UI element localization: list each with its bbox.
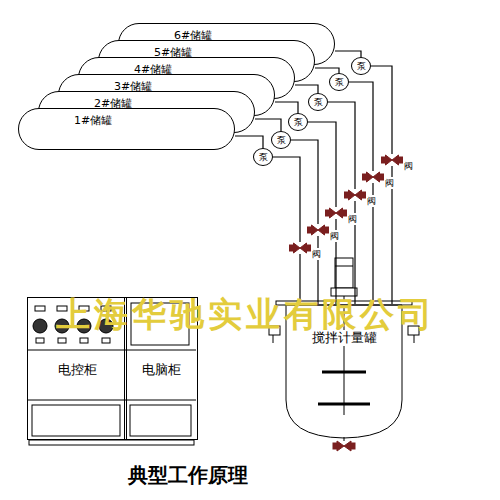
cabinet-label: 电控柜 — [28, 362, 126, 378]
valve-icon — [344, 189, 366, 201]
panel — [130, 405, 191, 436]
pipe-line — [328, 102, 355, 189]
pipe-line — [295, 85, 318, 93]
pump-label: 泵 — [330, 74, 348, 90]
pump-circle: 泵 — [288, 113, 308, 131]
valve-label: 阀 — [385, 177, 394, 189]
watermark: 上海华驰实业有限公司 — [56, 292, 436, 338]
diagram-title: 典型工作原理 — [88, 462, 288, 488]
pipe-line — [291, 140, 318, 224]
valve-icon — [362, 171, 384, 183]
storage-tank: 1#储罐 — [18, 108, 235, 150]
pump-label: 泵 — [352, 58, 370, 74]
valve-icon — [325, 207, 347, 219]
agitator-blade — [322, 371, 366, 374]
gauge — [33, 319, 47, 333]
pipe-line — [235, 136, 263, 148]
pump-circle: 泵 — [351, 57, 371, 75]
cabinet-foot — [29, 440, 194, 445]
pipe-line — [349, 82, 373, 171]
valve-label: 阀 — [312, 248, 321, 260]
valve-symbol: 阀 — [362, 171, 397, 183]
pipe-line — [371, 66, 392, 154]
cabinet-label: 电脑柜 — [125, 362, 197, 378]
pipe-line — [308, 122, 336, 207]
pump-circle: 泵 — [271, 131, 291, 149]
pump-label: 泵 — [289, 114, 307, 130]
valve-label: 阀 — [404, 160, 413, 172]
switch — [36, 338, 44, 343]
agitator-blade — [318, 403, 370, 406]
valve-icon — [307, 224, 329, 236]
pump-label: 泵 — [309, 94, 327, 110]
lug-leg — [414, 335, 415, 343]
outlet-valve — [333, 441, 355, 451]
cabinet-divider — [27, 350, 196, 351]
valve-symbol: 阀 — [344, 189, 379, 201]
motor — [335, 258, 353, 288]
tank-name: 搅拌计量罐 — [310, 330, 379, 346]
valve-label: 阀 — [348, 213, 357, 225]
pump-label: 泵 — [254, 149, 272, 165]
valve-label: 阀 — [367, 195, 376, 207]
lug-leg — [273, 335, 274, 343]
pipe-line — [317, 236, 318, 304]
cabinet-divider — [27, 400, 196, 401]
switch — [80, 338, 88, 343]
pump-circle: 泵 — [308, 93, 328, 111]
switch — [58, 338, 66, 343]
valve-icon — [289, 242, 311, 254]
pipe-line — [273, 157, 300, 242]
valve-icon — [381, 154, 403, 166]
pump-circle: 泵 — [329, 73, 349, 91]
pipe-line — [335, 51, 361, 57]
motor-rib — [335, 266, 353, 267]
panel — [32, 405, 120, 436]
pipe-line — [315, 68, 339, 73]
pipe-line — [275, 102, 298, 113]
valve-symbol: 阀 — [381, 154, 416, 166]
switch — [102, 338, 110, 343]
pump-label: 泵 — [272, 132, 290, 148]
tank-label: 1#储罐 — [74, 114, 112, 127]
valve-symbol: 阀 — [289, 242, 324, 254]
indicator — [35, 306, 45, 311]
valve-symbol: 阀 — [325, 207, 360, 219]
valve-label: 阀 — [330, 230, 339, 242]
pipe-line — [255, 119, 281, 131]
pump-circle: 泵 — [253, 148, 273, 166]
valve-symbol: 阀 — [307, 224, 342, 236]
